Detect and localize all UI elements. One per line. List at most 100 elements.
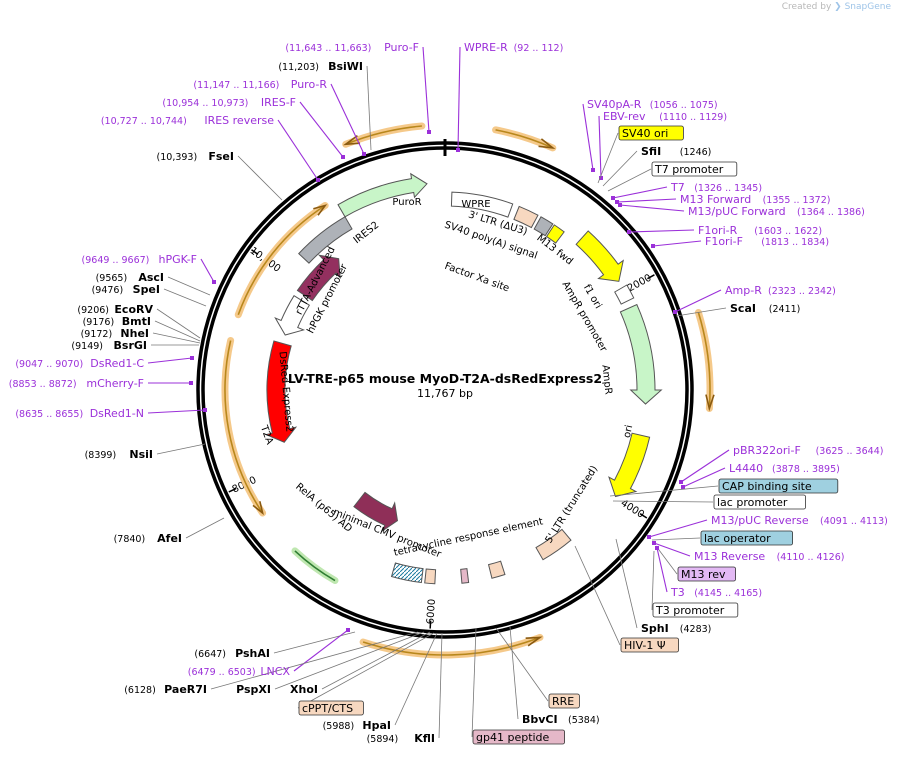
m13-forward-coords: (1355 .. 1372): [763, 195, 831, 206]
dsred1-c-coords: (9047 .. 9070): [15, 359, 83, 370]
bmti-coords: (9176): [83, 317, 115, 328]
cppt-cts-leader: [297, 632, 435, 709]
f1ori-r-coords: (1603 .. 1622): [754, 226, 822, 237]
cppt-cts-box: [298, 700, 364, 716]
ires-f-site-marker: [341, 155, 345, 159]
m13-puc-forward-label: M13/pUC Forward(1364 .. 1386): [688, 205, 865, 218]
t3-promoter-leader: [651, 550, 655, 611]
lac-operator-label: lac operator: [700, 530, 793, 546]
sv40pa-r-name: SV40pA-R: [587, 98, 642, 111]
sv40pa-r-label: SV40pA-R(1056 .. 1075): [587, 98, 718, 111]
l4440-leader: [682, 467, 726, 488]
bsrgi-coords: (9149): [71, 341, 103, 352]
l4440-name: L4440: [729, 462, 763, 475]
kfli-coords: (5894): [367, 734, 399, 745]
m13-forward-site-marker: [615, 200, 619, 204]
ires2-feature: [298, 216, 353, 264]
asci-label: AscI(9565): [96, 271, 164, 284]
cap-binding-site-name: CAP binding site: [722, 480, 812, 493]
sphi-coords: (4283): [680, 624, 712, 635]
mcherry-f-site-marker: [189, 381, 193, 385]
ires-reverse-site-marker: [316, 178, 320, 182]
bmti-label: BmtI (9176): [83, 315, 151, 328]
lac-promoter-leader: [612, 500, 714, 503]
hpgk-f-site-marker: [212, 280, 216, 284]
pbr322ori-f-coords: (3625 .. 3644): [816, 446, 884, 457]
puror-text: PuroR: [392, 197, 421, 208]
ltr5-text: 5' LTR (truncated): [544, 464, 601, 546]
spei-name: SpeI: [133, 283, 160, 296]
sphi-label: SphI(4283): [641, 622, 711, 635]
bsiwi-name: BsiWI: [328, 60, 363, 73]
hpgk-f-label: hPGK-F(9649 .. 9667): [82, 253, 197, 266]
t7-label: T7(1326 .. 1345): [670, 181, 762, 194]
lncx-leader: [293, 629, 349, 672]
pbr322ori-f-name: pBR322ori-F: [733, 444, 801, 457]
m13-reverse-site-marker: [652, 541, 656, 545]
rela-text: RelA (p65) AD: [293, 481, 354, 535]
gp41-small-feature: [460, 568, 470, 584]
m13-puc-reverse-site-marker: [647, 535, 651, 539]
m13-reverse-leader: [653, 542, 691, 557]
paer7i-name: PaeR7I: [164, 683, 207, 696]
m13-forward-name: M13 Forward: [680, 193, 751, 206]
label-leaders: [147, 46, 730, 739]
nhei-label: NheI(9172): [81, 327, 149, 340]
nsii-label: NsiI(8399): [85, 448, 153, 461]
rela-feature: [353, 491, 399, 533]
cap-binding-site-label: CAP binding site: [718, 478, 839, 494]
t3-label: T3(4145 .. 4165): [670, 586, 762, 599]
lac-operator-name: lac operator: [704, 532, 771, 545]
ires-f-leader: [299, 101, 344, 158]
hiv1-psi-name: HIV-1 Ψ: [624, 639, 666, 652]
hpai-name: HpaI: [362, 719, 391, 732]
tre-repeat-feature: [390, 562, 424, 584]
afei-label: AfeI(7840): [114, 532, 182, 545]
bmti-name: BmtI: [122, 315, 151, 328]
f1ori-r-site-marker: [627, 230, 631, 234]
t7-site-marker: [611, 196, 615, 200]
m13-puc-forward-site-marker: [618, 203, 622, 207]
m13-reverse-label: M13 Reverse(4110 .. 4126): [694, 550, 844, 563]
cmv-feature: [424, 568, 437, 585]
hpai-label: HpaI(5988): [323, 719, 391, 732]
f1ori-f-name: F1ori-F: [705, 235, 743, 248]
puro-r-name: Puro-R: [291, 78, 328, 91]
wpre-r-coords: (92 .. 112): [514, 43, 564, 54]
spei-coords: (9476): [92, 285, 124, 296]
mcherry-f-coords: (8853 .. 8872): [9, 379, 77, 390]
bsiwi-leader: [366, 65, 372, 151]
cppt-cts-label: cPPT/CTS: [298, 700, 364, 716]
asci-coords: (9565): [96, 273, 128, 284]
m13-puc-forward-leader: [619, 204, 685, 212]
t3-site-marker: [655, 546, 659, 550]
f1ori-feature: [575, 230, 624, 282]
ires-f-label: IRES-F(10,954 .. 10,973): [162, 96, 296, 109]
ebv-rev-name: EBV-rev: [603, 110, 646, 123]
ori-feature: [608, 432, 651, 498]
pbr322ori-f-leader: [680, 449, 730, 483]
orf-arc-topright-head: [538, 138, 556, 150]
dsred1-n-site-marker: [203, 408, 207, 412]
t3-name: T3: [670, 586, 685, 599]
sv40-ori-label: SV40 ori: [618, 125, 684, 141]
ires-reverse-label: IRES reverse(10,727 .. 10,744): [101, 114, 274, 127]
bbvci-leader: [509, 626, 519, 720]
wpre-feature: [450, 191, 514, 218]
orf-arc-top-head: [343, 135, 361, 146]
hiv1-psi-box: [620, 637, 679, 653]
f1ori-f-label: F1ori-F(1813 .. 1834): [705, 235, 829, 248]
puro-r-coords: (11,147 .. 11,166): [193, 80, 279, 91]
afei-coords: (7840): [114, 534, 146, 545]
scai-coords: (2411): [769, 304, 801, 315]
ires-reverse-name: IRES reverse: [204, 114, 274, 127]
dsred1-c-leader: [147, 357, 193, 364]
amp-r-site-marker: [673, 310, 677, 314]
paer7i-label: PaeR7I(6128): [124, 683, 207, 696]
m13-rev-leader: [655, 545, 678, 575]
bsrgi-label: BsrGI(9149): [71, 339, 147, 352]
puro-r-label: Puro-R (11,147 .. 11,166): [193, 78, 327, 91]
lncx-site-marker: [346, 628, 350, 632]
